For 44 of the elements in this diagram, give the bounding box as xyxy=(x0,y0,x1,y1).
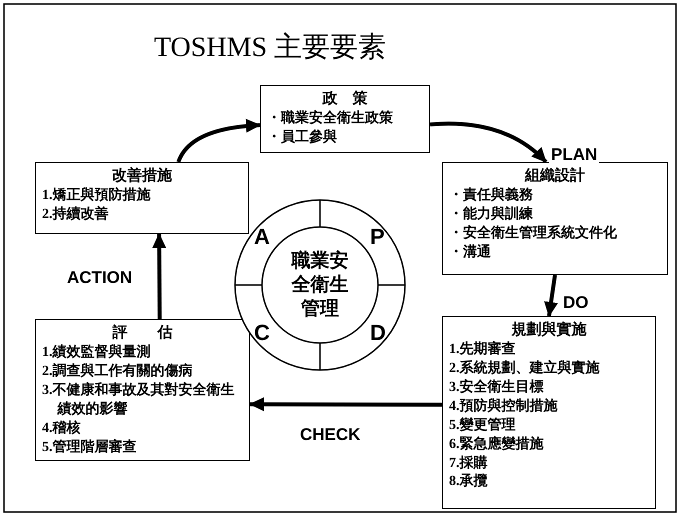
planning-box xyxy=(442,316,656,509)
arrow xyxy=(176,119,261,163)
list-item: 1.先期審查 xyxy=(449,341,516,360)
box-heading: 規劃與實施 xyxy=(510,320,588,340)
list-item: 1.矯正與預防措施 xyxy=(42,187,152,206)
title: TOSHMS 主要要素 xyxy=(152,34,388,62)
list-item: 3.不健康和事故及其對安全衛生績效的影響 xyxy=(42,382,236,419)
circle-text: 職業安全衛生管理 xyxy=(290,249,350,321)
list-item: ・員工參與 xyxy=(267,129,338,148)
box-heading: 改善措施 xyxy=(111,166,173,186)
phase-letter: D xyxy=(370,322,386,344)
list-item: 6.緊急應變措施 xyxy=(449,436,544,454)
policy-box xyxy=(260,85,430,153)
list-item: ・溝通 xyxy=(449,244,492,262)
list-item: 2.調查與工作有關的傷病 xyxy=(42,363,194,382)
cycle-circle xyxy=(234,199,406,371)
list-item: 1.績效監督與量測 xyxy=(42,344,152,362)
list-item: ・能力與訓練 xyxy=(449,206,534,224)
phase-letter: A xyxy=(254,226,270,248)
list-item: 5.變更管理 xyxy=(449,416,516,435)
list-item: ・責任與義務 xyxy=(449,187,534,206)
arrow xyxy=(152,233,166,320)
list-item: 4.預防與控制措施 xyxy=(449,398,558,416)
list-item: 2.持續改善 xyxy=(42,206,110,224)
list-item: 2.系統規劃、建立與實施 xyxy=(449,360,600,378)
arrow xyxy=(544,274,558,317)
box-heading: 組織設計 xyxy=(524,166,586,186)
list-item: 4.稽核 xyxy=(42,420,82,438)
list-item: 7.採購 xyxy=(449,454,488,473)
improvement-box xyxy=(35,162,249,234)
box-heading: 評 估 xyxy=(111,323,174,343)
list-item: ・安全衛生管理系統文件化 xyxy=(449,225,618,244)
list-item: 5.管理階層審查 xyxy=(42,438,138,457)
arrow xyxy=(430,122,548,164)
box-heading: 政 策 xyxy=(321,90,368,109)
phase-letter: C xyxy=(254,322,270,344)
evaluation-box xyxy=(35,319,250,461)
list-item: 3.安全衛生目標 xyxy=(449,379,544,398)
edge-label: PLAN xyxy=(549,145,600,164)
arrow xyxy=(249,397,442,412)
list-item: ・職業安全衛生政策 xyxy=(267,110,394,128)
organization-box xyxy=(442,162,668,275)
list-item: 8.承攬 xyxy=(449,473,488,492)
phase-letter: P xyxy=(370,226,385,248)
